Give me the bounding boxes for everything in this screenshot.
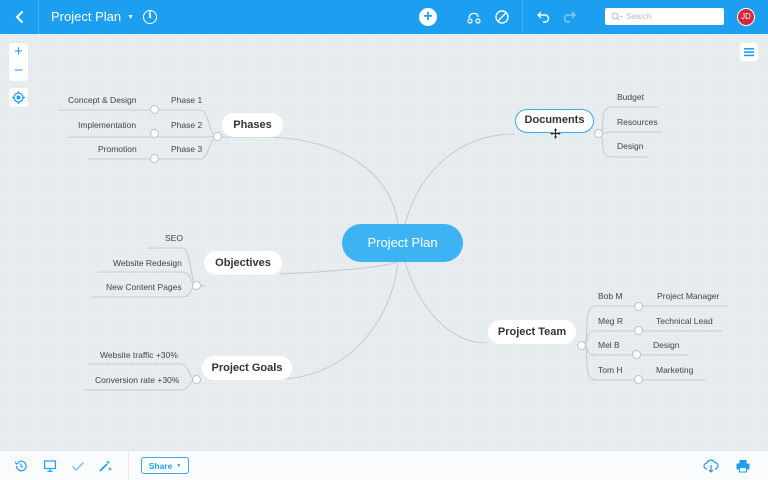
collapse-toggle[interactable] <box>150 154 159 163</box>
clear-style-button[interactable] <box>494 9 510 25</box>
subtopic-project-manager[interactable]: Project Manager <box>657 291 720 301</box>
undo-button[interactable] <box>535 9 551 25</box>
collapse-toggle[interactable] <box>150 105 159 114</box>
history-icon <box>14 460 27 472</box>
info-icon[interactable]: i <box>143 10 157 24</box>
subtopic-resources[interactable]: Resources <box>617 117 658 127</box>
print-button[interactable] <box>735 459 751 473</box>
subtopic-tom-h[interactable]: Tom H <box>598 365 623 375</box>
subtopic-phase-3[interactable]: Phase 3 <box>171 144 203 154</box>
bottom-toolbar: Share ▼ <box>0 450 768 480</box>
top-toolbar: Project Plan ▼ i + JD <box>0 0 768 34</box>
no-style-icon <box>495 10 509 24</box>
center-map-button[interactable] <box>9 88 28 107</box>
collapse-toggle[interactable] <box>192 375 201 384</box>
subtopic-website-traffic[interactable]: Website traffic +30% <box>100 350 178 360</box>
subtopic-promotion[interactable]: Promotion <box>98 144 137 154</box>
subtopic-new-content-pages[interactable]: New Content Pages <box>106 282 182 292</box>
map-title-dropdown[interactable]: Project Plan ▼ <box>51 9 134 24</box>
subtopic-phase-1[interactable]: Phase 1 <box>171 95 203 105</box>
share-button[interactable]: Share ▼ <box>141 457 189 474</box>
topic-objectives[interactable]: Objectives <box>204 251 282 275</box>
subtopic-mel-b[interactable]: Mel B <box>598 340 620 350</box>
presentation-button[interactable] <box>43 459 57 473</box>
subtopic-technical-lead[interactable]: Technical Lead <box>656 316 713 326</box>
presentation-icon <box>43 460 57 472</box>
zoom-controls: + − <box>9 43 28 81</box>
search-icon <box>611 12 623 20</box>
divider <box>522 0 523 34</box>
redo-button[interactable] <box>562 9 578 25</box>
subtopic-website-redesign[interactable]: Website Redesign <box>113 258 182 268</box>
chevron-down-icon: ▼ <box>127 13 135 21</box>
subtopic-team-design[interactable]: Design <box>653 340 680 350</box>
user-avatar[interactable]: JD <box>737 8 755 26</box>
collapse-toggle[interactable] <box>632 350 641 359</box>
subtopic-design[interactable]: Design <box>617 141 644 151</box>
chevron-down-icon: ▼ <box>176 462 182 469</box>
subtopic-budget[interactable]: Budget <box>617 92 644 102</box>
menu-icon <box>744 48 754 57</box>
tasks-button[interactable] <box>71 459 85 473</box>
collapse-toggle[interactable] <box>577 341 586 350</box>
subtopic-bob-m[interactable]: Bob M <box>598 291 623 301</box>
search-input[interactable] <box>626 12 711 21</box>
subtopic-seo[interactable]: SEO <box>165 233 183 243</box>
relationship-icon <box>467 12 481 24</box>
magic-wand-button[interactable] <box>98 459 112 473</box>
topic-project-goals[interactable]: Project Goals <box>202 356 292 380</box>
search-field[interactable] <box>605 8 724 25</box>
cloud-download-icon <box>703 459 719 473</box>
topic-project-team[interactable]: Project Team <box>488 320 576 344</box>
share-label: Share <box>148 460 173 471</box>
back-button[interactable] <box>10 7 30 27</box>
map-title: Project Plan <box>51 9 122 24</box>
zoom-in-button[interactable]: + <box>14 43 23 60</box>
subtopic-phase-2[interactable]: Phase 2 <box>171 120 203 130</box>
topic-documents[interactable]: Documents <box>515 109 594 133</box>
divider <box>128 451 129 480</box>
back-icon <box>15 11 23 23</box>
print-icon <box>736 460 750 473</box>
subtopic-conversion-rate[interactable]: Conversion rate +30% <box>95 375 180 385</box>
topic-phases[interactable]: Phases <box>222 113 283 137</box>
outline-menu-button[interactable] <box>740 43 758 61</box>
tasks-icon <box>71 461 85 472</box>
subtopic-marketing[interactable]: Marketing <box>656 365 694 375</box>
collapse-toggle[interactable] <box>150 129 159 138</box>
subtopic-implementation[interactable]: Implementation <box>78 120 137 130</box>
center-icon <box>12 91 25 104</box>
add-topic-button[interactable]: + <box>419 8 437 26</box>
collapse-toggle[interactable] <box>594 129 603 138</box>
root-topic[interactable]: Project Plan <box>342 224 463 262</box>
undo-icon <box>537 11 550 23</box>
relationship-button[interactable] <box>466 9 482 25</box>
export-button[interactable] <box>703 459 719 473</box>
collapse-toggle[interactable] <box>213 132 222 141</box>
zoom-out-button[interactable]: − <box>14 62 23 79</box>
collapse-toggle[interactable] <box>634 326 643 335</box>
subtopic-meg-r[interactable]: Meg R <box>598 316 624 326</box>
collapse-toggle[interactable] <box>192 281 201 290</box>
redo-icon <box>563 11 576 23</box>
subtopic-concept-design[interactable]: Concept & Design <box>68 95 137 105</box>
divider <box>38 0 39 34</box>
magic-wand-icon <box>99 460 112 472</box>
collapse-toggle[interactable] <box>634 302 643 311</box>
history-button[interactable] <box>14 459 28 473</box>
collapse-toggle[interactable] <box>634 375 643 384</box>
